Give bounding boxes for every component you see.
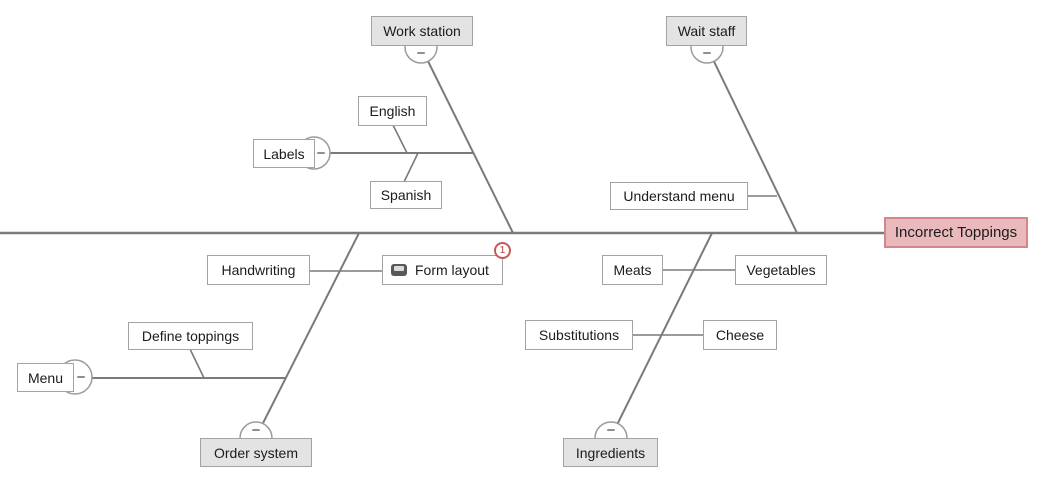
rib-spanish[interactable] (403, 152, 419, 183)
comment-icon (391, 264, 407, 276)
cause-menu[interactable]: Menu (17, 363, 74, 392)
cause-form-layout[interactable]: Form layout 1 (382, 242, 511, 285)
cause-handwriting[interactable]: Handwriting (207, 255, 310, 285)
cause-cheese-label: Cheese (715, 327, 765, 343)
cause-substitutions-label: Substitutions (538, 327, 620, 343)
cause-cheese[interactable]: Cheese (703, 320, 777, 350)
category-ingredients[interactable]: Ingredients (563, 438, 658, 467)
category-wait-staff[interactable]: Wait staff (666, 16, 747, 46)
cause-vegetables[interactable]: Vegetables (735, 255, 827, 285)
cause-menu-label: Menu (27, 369, 64, 386)
effect-incorrect-toppings[interactable]: Incorrect Toppings (884, 217, 1028, 248)
cause-english-label: English (369, 103, 416, 119)
category-order-system[interactable]: Order system (200, 438, 312, 467)
cause-meats-label: Meats (613, 262, 652, 278)
collapse-minus-icon[interactable] (252, 429, 260, 431)
branch-work-station[interactable] (420, 46, 514, 234)
comment-count-value: 1 (499, 244, 506, 256)
category-order-system-label: Order system (213, 444, 298, 461)
collapse-minus-icon[interactable] (77, 376, 85, 378)
rib-define-toppings[interactable] (189, 348, 205, 379)
cause-handwriting-label: Handwriting (221, 262, 296, 278)
cause-vegetables-label: Vegetables (746, 262, 816, 278)
cause-meats[interactable]: Meats (602, 255, 663, 285)
collapse-minus-icon[interactable] (417, 52, 425, 54)
branch-wait-staff[interactable] (706, 46, 798, 234)
cause-substitutions[interactable]: Substitutions (525, 320, 633, 350)
cause-form-layout-label: Form layout (415, 262, 489, 278)
collapse-minus-icon[interactable] (607, 429, 615, 431)
collapse-minus-icon[interactable] (317, 152, 325, 154)
category-work-station-label: Work station (383, 23, 461, 39)
cause-understand-menu[interactable]: Understand menu (610, 182, 748, 210)
comment-count-badge[interactable]: 1 (494, 242, 511, 259)
cause-understand-menu-label: Understand menu (623, 188, 735, 204)
cause-labels[interactable]: Labels (253, 139, 315, 168)
cause-labels-label: Labels (263, 145, 305, 162)
cause-spanish-label: Spanish (380, 187, 432, 203)
category-work-station[interactable]: Work station (371, 16, 473, 46)
branch-order-system[interactable] (255, 232, 360, 438)
comment-icon-inner (394, 266, 404, 271)
collapse-minus-icon[interactable] (703, 52, 711, 54)
cause-define-toppings-label: Define toppings (141, 328, 240, 344)
category-wait-staff-label: Wait staff (677, 23, 736, 39)
rib-english[interactable] (392, 124, 408, 154)
category-ingredients-label: Ingredients (575, 444, 646, 461)
effect-label: Incorrect Toppings (894, 224, 1018, 241)
cause-define-toppings[interactable]: Define toppings (128, 322, 253, 350)
cause-english[interactable]: English (358, 96, 427, 126)
cause-spanish[interactable]: Spanish (370, 181, 442, 209)
